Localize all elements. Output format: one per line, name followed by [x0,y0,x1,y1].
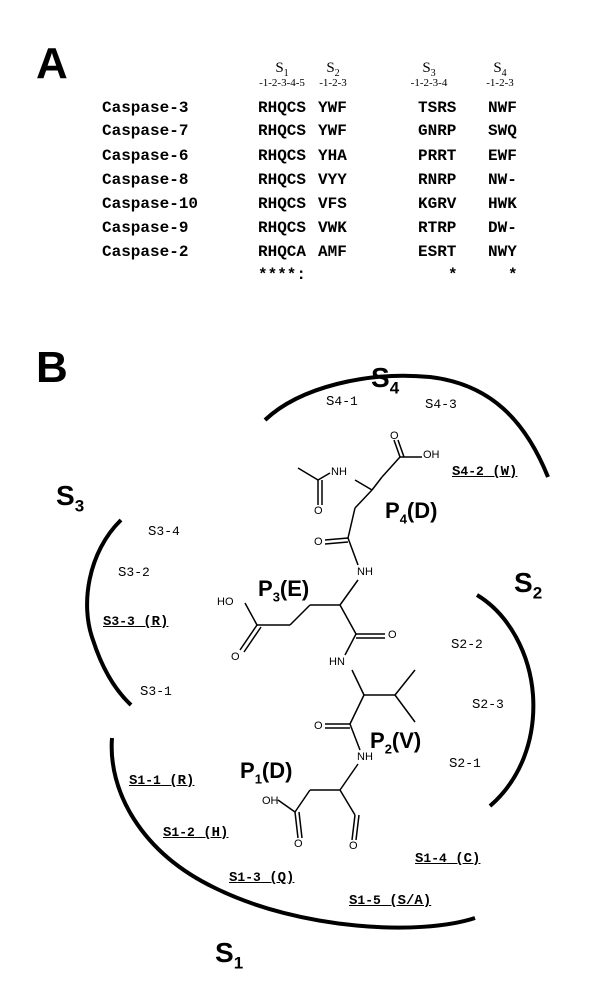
s1-residues: RHQCS [258,99,307,117]
s3-residues: ESRT [418,243,457,261]
atom-ho-p3: HO [217,596,234,608]
atom-oh-p4: OH [423,449,440,461]
caspase-name: Caspase-6 [102,147,189,165]
conservation-s1: ****: [258,266,307,284]
subsite-s2-2: S2-2 [451,637,483,653]
site-label-s4: S4 [371,362,400,398]
s3-pocket-arc [85,518,133,707]
s3-residues: PRRT [418,147,457,165]
atom-nh-p4: NH [331,466,347,478]
s4-residues: NWY [488,243,517,261]
subsite-s4-1: S4-1 [326,394,358,410]
atom-o-p4-carbonyl: O [314,536,323,548]
atom-o-p3-carbonyl: O [388,629,397,641]
atom-nh-p1: NH [357,751,373,763]
site-label-s3: S3 [56,480,85,516]
s1-residues: RHQCS [258,219,307,237]
atom-nh-p3: NH [357,566,373,578]
atom-o-acetyl: O [314,505,323,517]
conservation-s4: * [508,266,518,284]
s3-residues: TSRS [418,99,457,117]
s2-residues: YHA [318,147,347,165]
residue-p3: P3(E) [258,576,310,605]
s4-residues: NWF [488,99,517,117]
atom-o-p2-carbonyl: O [314,720,323,732]
s4-residues: HWK [488,195,517,213]
atom-o-p4-acid: O [390,430,399,442]
panel-b-label: B [36,343,68,392]
caspase-name: Caspase-10 [102,195,199,213]
subsite-s2-3: S2-3 [472,697,504,713]
atom-o-p3-acid: O [231,651,240,663]
residue-p1: P1(D) [240,758,293,787]
subsite-s1-2: S1-2 (H) [163,825,229,841]
residue-p4: P4(D) [385,498,438,527]
header-s3: S3 -1-2-3-4 [410,60,448,89]
s3-residues: RNRP [418,171,457,189]
substrate-structure [239,439,422,841]
caspase-name: Caspase-7 [102,122,189,140]
atom-o-p1-acid: O [294,838,303,850]
s3-residues: RTRP [418,219,457,237]
s2-residues: VFS [318,195,347,213]
conservation-s3: * [448,266,458,284]
site-label-s2: S2 [514,567,543,603]
atom-oh-p1: OH [262,795,279,807]
subsite-s3-3: S3-3 (R) [103,614,169,630]
atom-hn-p2: HN [329,656,345,668]
subsite-s1-5: S1-5 (S/A) [349,893,432,909]
subsite-s1-1: S1-1 (R) [129,773,195,789]
s1-residues: RHQCS [258,195,307,213]
s4-residues: NW- [488,171,517,189]
subsite-s3-2: S3-2 [118,565,150,581]
s1-residues: RHQCS [258,171,307,189]
s3-residues: KGRV [418,195,457,213]
s1-residues: RHQCA [258,243,307,261]
s2-pocket-arc [475,593,536,808]
site-label-s1: S1 [215,937,244,973]
subsite-s2-1: S2-1 [449,756,481,772]
subsite-s3-1: S3-1 [140,684,172,700]
caspase-name: Caspase-2 [102,243,189,261]
residue-p2: P2(V) [370,728,422,757]
s4-pocket-arc [263,373,550,478]
panel-a-label: A [36,39,68,88]
caspase-name: Caspase-8 [102,171,189,189]
s1-residues: RHQCS [258,122,307,140]
s1-pocket-arc [109,737,476,930]
s1-residues: RHQCS [258,147,307,165]
subsite-s3-4: S3-4 [148,524,180,540]
caspase-name: Caspase-3 [102,99,189,117]
header-s1: S1 -1-2-3-4-5 [259,60,305,89]
subsite-s1-3: S1-3 (Q) [229,870,295,886]
s4-residues: DW- [488,219,517,237]
subsite-s4-2: S4-2 (W) [452,464,518,480]
header-s4: S4 -1-2-3 [486,60,514,89]
atom-o-aldehyde: O [349,840,358,852]
s2-residues: YWF [318,99,347,117]
subsite-s1-4: S1-4 (C) [415,851,481,867]
header-s2: S2 -1-2-3 [319,60,347,89]
subsite-s4-3: S4-3 [425,397,457,413]
s4-residues: EWF [488,147,517,165]
s2-residues: VYY [318,171,347,189]
s4-residues: SWQ [488,122,517,140]
s2-residues: VWK [318,219,347,237]
caspase-name: Caspase-9 [102,219,189,237]
s2-residues: YWF [318,122,347,140]
s2-residues: AMF [318,243,347,261]
s3-residues: GNRP [418,122,457,140]
